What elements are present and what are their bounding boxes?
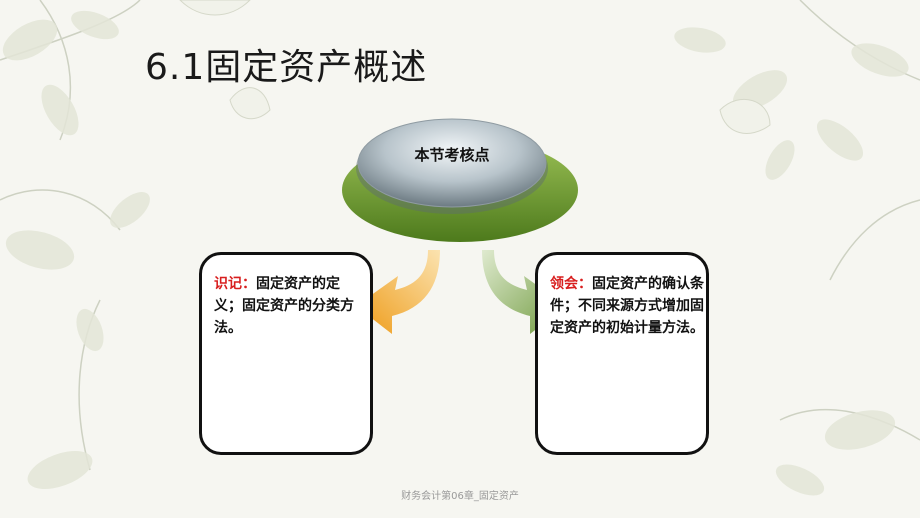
slide-title: 6.1固定资产概述 xyxy=(145,47,428,88)
recall-box: 识记：固定资产的定义；固定资产的分类方法。 xyxy=(199,252,373,455)
hub-label: 本节考核点 xyxy=(414,146,490,164)
slide-footer: 财务会计第06章_固定资产 xyxy=(401,491,519,502)
recall-keyword: 识记： xyxy=(214,276,256,292)
recall-text: 识记：固定资产的定义；固定资产的分类方法。 xyxy=(214,273,364,339)
curved-arrow-left-icon xyxy=(356,250,440,334)
recall-content: 固定资产的定义；固定资产的分类方法。 xyxy=(214,276,354,336)
understand-text: 领会：固定资产的确认条件；不同来源方式增加固定资产的初始计量方法。 xyxy=(550,273,706,339)
understand-box: 领会：固定资产的确认条件；不同来源方式增加固定资产的初始计量方法。 xyxy=(535,252,709,455)
hub-disc xyxy=(342,118,578,242)
understand-content: 固定资产的确认条件；不同来源方式增加固定资产的初始计量方法。 xyxy=(550,276,704,336)
understand-keyword: 领会： xyxy=(550,276,592,292)
